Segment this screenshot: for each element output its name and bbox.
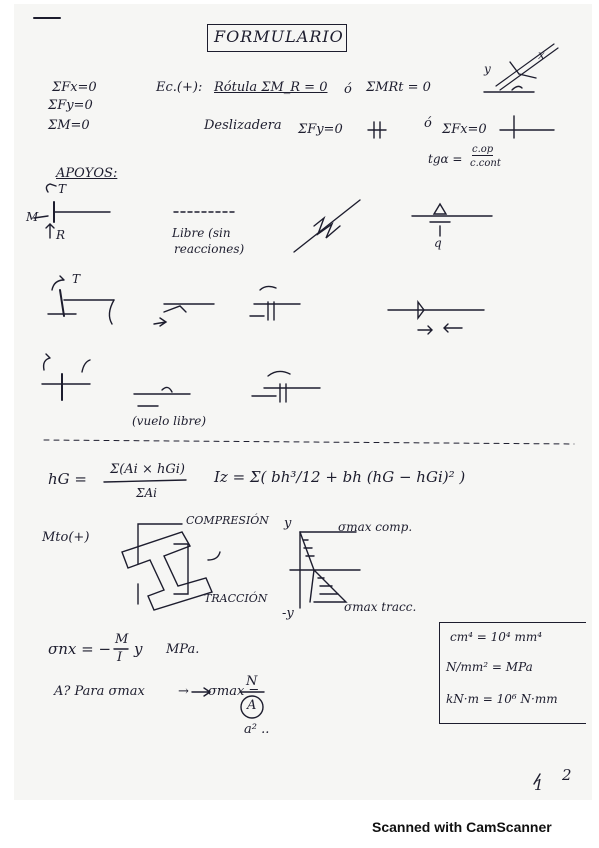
mpa-label: MPa. — [166, 642, 200, 657]
page-number-2: 2 — [562, 766, 572, 784]
sum-fx-zero: ΣFx=0 — [442, 122, 487, 137]
vuelo-libre-label: (vuelo libre) — [132, 414, 207, 428]
axis-y-label: y — [284, 516, 292, 531]
sigma-comp-label: σmax comp. — [338, 520, 413, 534]
sigma-fraction-den: I — [117, 650, 123, 665]
page-number-1: 1 — [534, 776, 544, 794]
traccion-label: TRACCIÓN — [204, 592, 268, 605]
axis-neg-y-label: -y — [282, 606, 294, 621]
hg-lhs: hG = — [48, 470, 87, 488]
support-q-label: q — [434, 236, 442, 250]
sum-fy-zero: ΣFy=0 — [298, 122, 343, 137]
support-t2-label: T — [72, 272, 81, 286]
sigma-rhs: y — [134, 640, 143, 658]
sigma-max-lhs: σmax = — [208, 684, 260, 699]
compresion-label: COMPRESIÓN — [186, 514, 269, 527]
unit-line-2: N/mm² = MPa — [446, 660, 533, 674]
tangent-denominator: c.cont — [470, 158, 501, 169]
supports-heading: APOYOS: — [56, 166, 118, 181]
or-label-2: ó — [424, 116, 432, 131]
iz-formula: Iz = Σ( bh³/12 + bh (hG − hGi)² ) — [214, 468, 466, 486]
incline-y-label: y — [484, 62, 491, 76]
sigma-max-num: N — [246, 674, 258, 689]
unit-line-1: cm⁴ = 10⁴ mm⁴ — [450, 630, 543, 644]
unit-line-3: kN·m = 10⁶ N·mm — [446, 692, 558, 706]
scanner-watermark: Scanned with CamScanner — [372, 819, 552, 835]
sum-m: ΣM=0 — [48, 118, 90, 133]
page-title: FORMULARIO — [214, 27, 344, 46]
ink-drawings — [33, 17, 575, 785]
mret-equation: ΣMRt = 0 — [366, 80, 431, 95]
title-box — [207, 24, 347, 52]
libre-label: Libre (sin — [172, 226, 231, 240]
area-question: A? Para σmax — [54, 684, 145, 699]
sum-fx: ΣFx=0 — [52, 80, 97, 95]
notebook-page: FORMULARIO ΣFx=0 ΣFy=0 ΣM=0 Ec.(+): Rótu… — [14, 4, 592, 800]
arrow-glyph: → — [178, 684, 189, 699]
sigma-lhs: σnx = − — [48, 640, 112, 658]
sigma-max-den: A — [247, 698, 257, 713]
tangent-lhs: tgα = — [428, 152, 463, 166]
rotula-equation: Rótula ΣM_R = 0 — [214, 80, 328, 95]
tangent-numerator: c.op — [472, 144, 494, 156]
sigma-fraction-num: M — [115, 632, 129, 647]
or-label: ó — [344, 82, 352, 97]
deslizadera-label: Deslizadera — [204, 118, 282, 133]
support-m-label: M — [26, 210, 39, 224]
reacciones-label: reacciones) — [174, 242, 245, 256]
support-t-label: T — [58, 182, 67, 196]
ec-label: Ec.(+): — [156, 80, 203, 95]
sum-fy: ΣFy=0 — [48, 98, 93, 113]
hg-denominator: ΣAi — [136, 486, 157, 500]
sigma-tracc-label: σmax tracc. — [344, 600, 417, 614]
support-r-label: R — [56, 228, 66, 242]
moment-label: Mto(+) — [42, 530, 90, 545]
hg-numerator: Σ(Ai × hGi) — [110, 462, 185, 477]
incline-x-label: x — [538, 48, 545, 62]
a-squared-note: a² .. — [244, 722, 270, 737]
units-box — [439, 622, 586, 724]
